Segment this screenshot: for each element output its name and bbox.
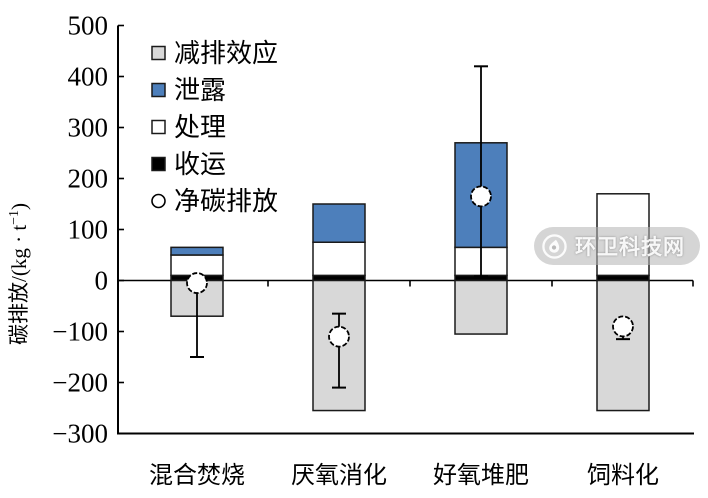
legend-label: 净碳排放 — [174, 187, 278, 216]
legend-label: 减排效应 — [174, 39, 278, 68]
legend-label: 处理 — [174, 113, 226, 142]
y-axis-title: 碳排放/(kg · t−1) — [7, 203, 31, 345]
bar-segment-收运 — [312, 274, 366, 282]
legend-item: 减排效应 — [151, 39, 278, 68]
bar-segment-减排效应 — [454, 279, 508, 335]
y-tick-label: −100 — [52, 317, 108, 347]
bar-segment-处理 — [596, 193, 650, 277]
net-point — [328, 325, 350, 348]
y-tick-label: 0 — [95, 266, 109, 296]
y-tick-label: −300 — [52, 419, 108, 449]
bar-segment-收运 — [596, 274, 650, 282]
legend-swatch-收运 — [151, 156, 166, 172]
legend-item: 泄露 — [151, 76, 226, 105]
legend-swatch-减排效应 — [151, 45, 166, 61]
legend-item: 处理 — [151, 113, 226, 142]
y-tick-label: 200 — [68, 164, 109, 194]
legend-swatch-泄露 — [151, 82, 166, 98]
x-category-label: 混合焚烧 — [149, 462, 245, 489]
y-tick-label: −200 — [52, 368, 108, 398]
legend-item: 收运 — [151, 150, 226, 179]
y-tick-label: 400 — [68, 62, 109, 92]
legend-label: 收运 — [174, 150, 226, 179]
y-tick-label: 300 — [68, 113, 109, 143]
net-point — [470, 185, 492, 208]
legend-swatch-净碳排放 — [151, 193, 166, 209]
x-category-label: 好氧堆肥 — [433, 462, 529, 489]
bar-segment-泄露 — [170, 246, 224, 256]
bar-segment-减排效应 — [596, 279, 650, 412]
y-tick-label: 100 — [68, 215, 109, 245]
legend-swatch-处理 — [151, 119, 166, 135]
x-category-label: 厌氧消化 — [291, 462, 387, 489]
bar-segment-泄露 — [312, 203, 366, 243]
net-point — [186, 272, 208, 294]
x-category-label: 饲料化 — [587, 462, 659, 489]
y-tick-label: 500 — [68, 11, 109, 41]
legend-item: 净碳排放 — [151, 187, 278, 216]
legend-label: 泄露 — [174, 76, 226, 105]
net-point — [612, 315, 634, 338]
bar-segment-处理 — [312, 241, 366, 277]
